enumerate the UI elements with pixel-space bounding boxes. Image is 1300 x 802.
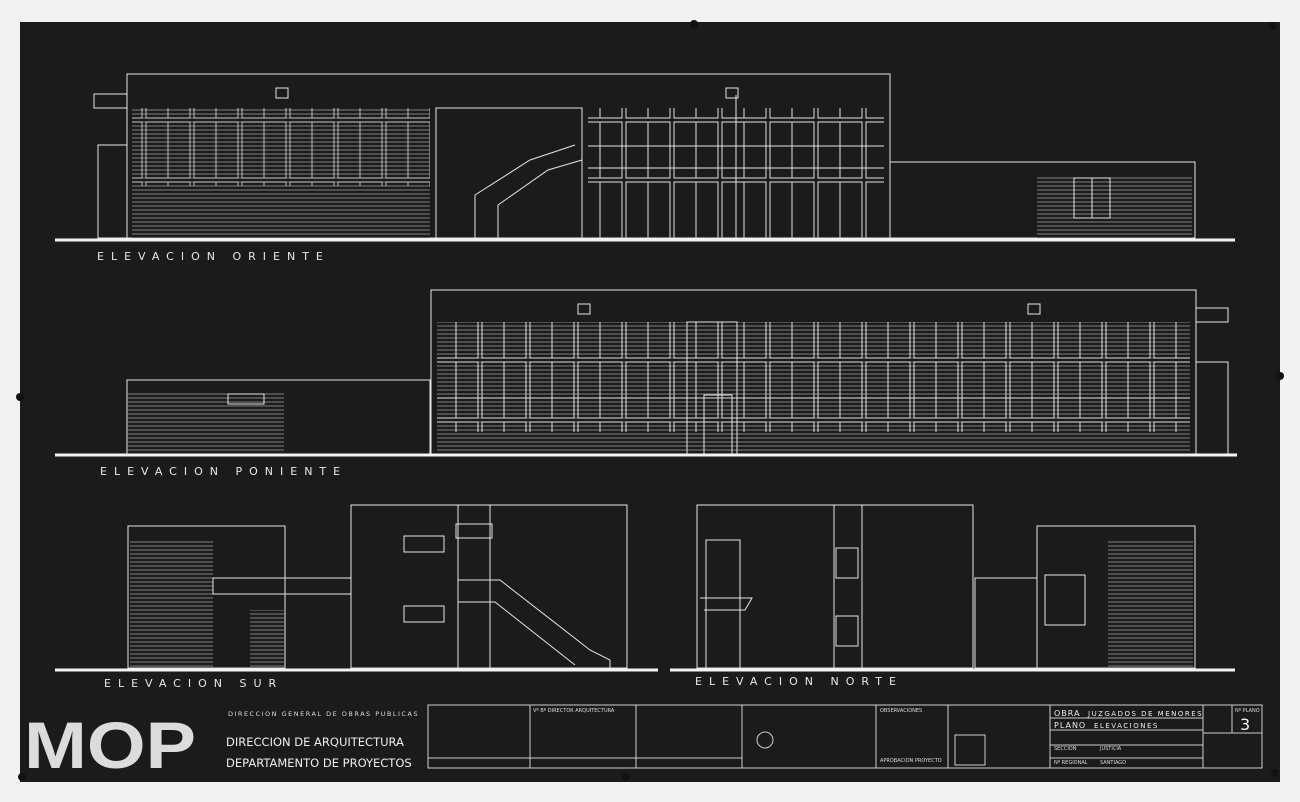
direction-name: DIRECCION DE ARQUITECTURA: [226, 735, 404, 749]
director-label: Vº Bº DIRECTOR ARQUITECTURA: [533, 708, 615, 714]
elevation-norte: ELEVACION NORTE: [670, 504, 1235, 688]
elevation-sur: ELEVACION SUR: [55, 504, 658, 690]
title-block: [427, 704, 1263, 769]
elevation-poniente: ELEVACION PONIENTE: [55, 289, 1237, 478]
seccion-value: JUSTICIA: [1099, 746, 1122, 752]
logo-text: MOP: [24, 708, 196, 782]
elevation-label: ELEVACION PONIENTE: [100, 465, 347, 478]
region-label: Nº REGIONAL: [1054, 760, 1088, 766]
flag-emblem-icon: [275, 87, 739, 99]
region-value: SANTIAGO: [1100, 760, 1126, 766]
elevation-label: ELEVACION ORIENTE: [97, 250, 330, 263]
flag-emblem-icon: [577, 303, 1041, 315]
aprobacion-label: APROBACION PROYECTO: [880, 758, 942, 764]
agency-name: DIRECCION GENERAL DE OBRAS PUBLICAS: [228, 710, 419, 718]
sheet-number: 3: [1240, 715, 1250, 734]
seccion-label: SECCION: [1054, 746, 1077, 752]
department-name: DEPARTAMENTO DE PROYECTOS: [226, 756, 412, 770]
sheet-number-label: Nº PLANO: [1235, 708, 1260, 714]
elevation-label: ELEVACION SUR: [104, 677, 283, 690]
elevation-label: ELEVACION NORTE: [695, 675, 903, 688]
plano-label: PLANO: [1054, 721, 1086, 730]
plano-value: ELEVACIONES: [1094, 722, 1159, 730]
observaciones-label: OBSERVACIONES: [880, 708, 922, 714]
obra-label: OBRA: [1054, 709, 1081, 718]
obra-value: JUZGADOS DE MENORES: [1087, 710, 1203, 718]
elevation-oriente: ELEVACION ORIENTE: [55, 73, 1235, 263]
